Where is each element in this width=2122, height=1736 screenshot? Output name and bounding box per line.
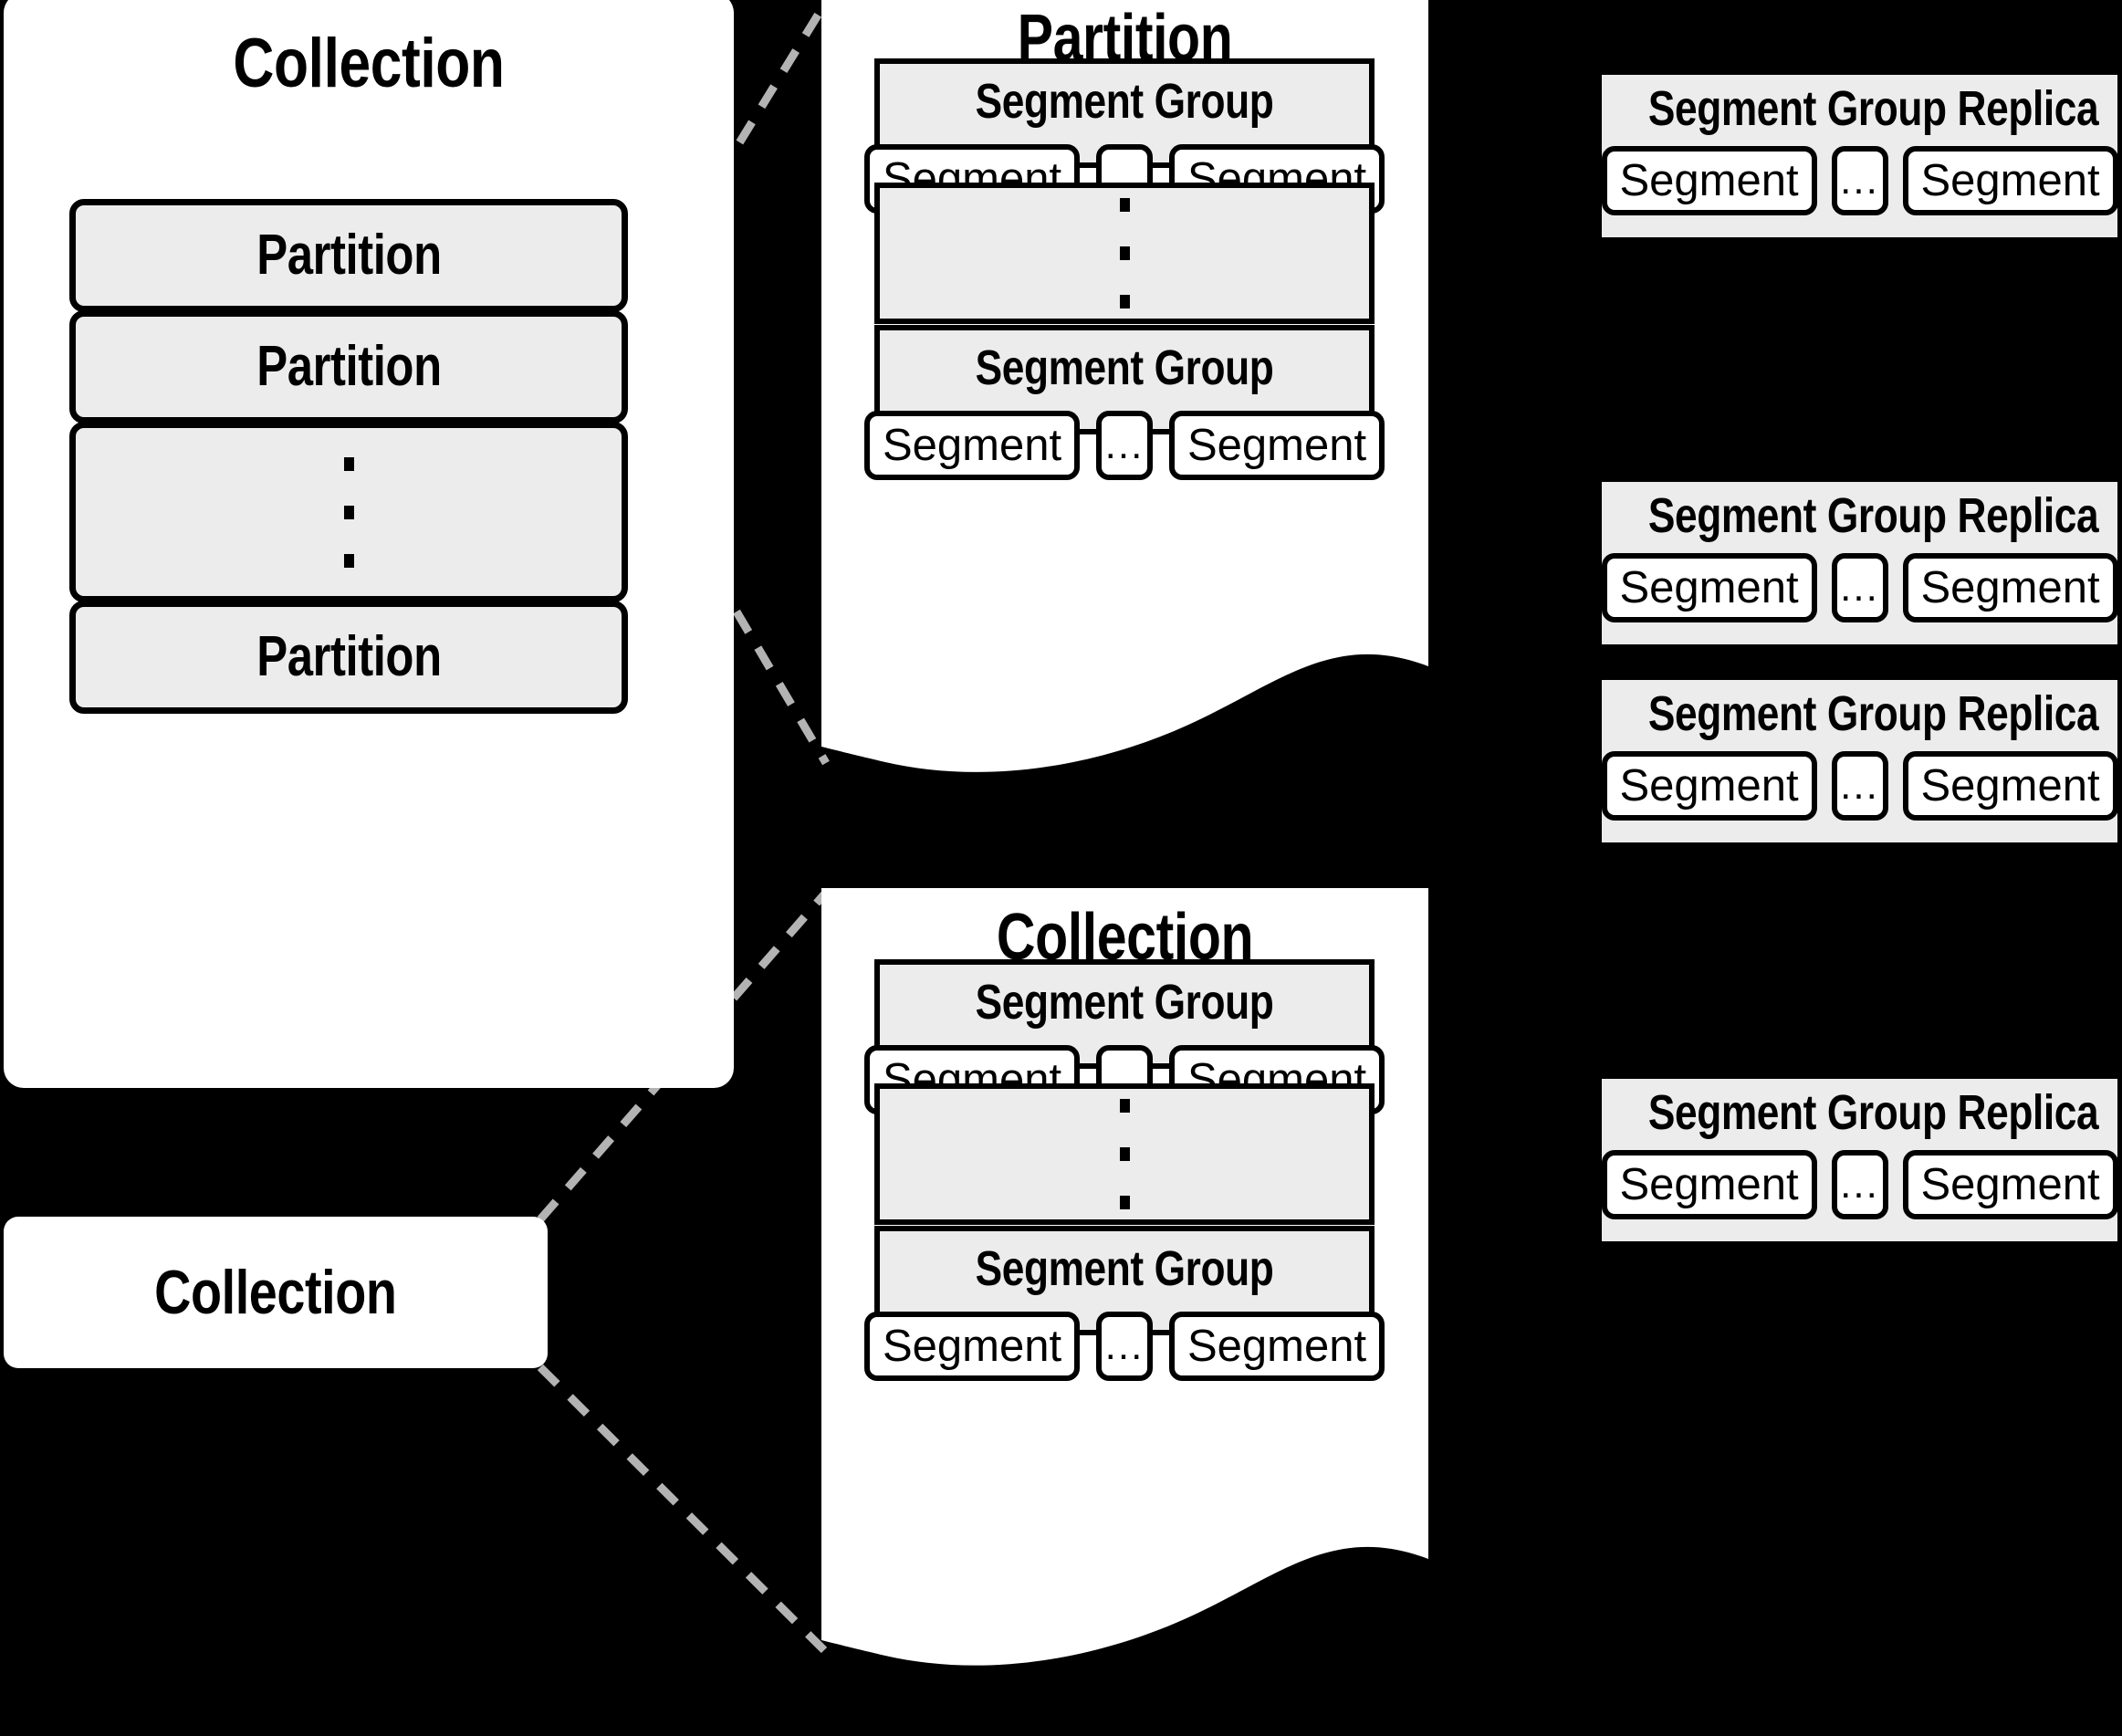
- segment-group-2-segments: Segment ... Segment: [864, 411, 1385, 480]
- partition-item-1-label: Partition: [256, 224, 442, 287]
- segment-box[interactable]: Segment: [1902, 751, 2118, 821]
- partition-ellipsis-box: [69, 422, 628, 602]
- segment-ellipsis-box: ...: [1831, 1150, 1888, 1219]
- partition-item-2[interactable]: Partition: [69, 310, 628, 424]
- segment-ellipsis-box: ...: [1831, 751, 1888, 821]
- partition-item-2-label: Partition: [256, 335, 442, 398]
- vertical-dot-icon: [343, 553, 354, 568]
- segment-group-4-title: Segment Group: [975, 1241, 1274, 1296]
- segment-group-replica-1-title: Segment Group Replica: [1647, 81, 2099, 136]
- segment-ellipsis-box: ...: [1096, 411, 1153, 480]
- segment-box[interactable]: Segment: [1601, 146, 1817, 215]
- segment-group-replica-1-segments: Segment ... Segment: [1601, 146, 2118, 215]
- partition-item-4-label: Partition: [256, 625, 442, 688]
- segment-group-1-title: Segment Group: [975, 74, 1274, 129]
- segment-box[interactable]: Segment: [1902, 1150, 2118, 1219]
- segment-ellipsis-box: ...: [1831, 146, 1888, 215]
- segment-group-2-title: Segment Group: [975, 340, 1274, 395]
- vertical-dot-icon: [1119, 295, 1130, 309]
- segment-group-replica-2-segments: Segment ... Segment: [1601, 553, 2118, 622]
- segment-box[interactable]: Segment: [1601, 1150, 1817, 1219]
- vertical-dot-icon: [1119, 246, 1130, 260]
- segment-box[interactable]: Segment: [1902, 146, 2118, 215]
- collection-card-top[interactable]: Collection Partition Partition Partition: [4, 0, 734, 1088]
- partition-item-4[interactable]: Partition: [69, 601, 628, 714]
- segment-group-replica-4-segments: Segment ... Segment: [1601, 1150, 2118, 1219]
- segment-group-4[interactable]: Segment Group Segment ... Segment: [864, 1226, 1385, 1381]
- segment-group-replica-1[interactable]: Segment Group Replica Segment ... Segmen…: [1601, 75, 2118, 237]
- segment-box[interactable]: Segment: [1601, 751, 1817, 821]
- segment-group-4-segments: Segment ... Segment: [864, 1312, 1385, 1381]
- segment-group-ellipsis-box: [874, 1083, 1375, 1225]
- segment-group-ellipsis-box: [874, 183, 1375, 324]
- segment-group-2[interactable]: Segment Group Segment ... Segment: [864, 325, 1385, 480]
- collection-card-top-title: Collection: [233, 25, 505, 102]
- segment-group-replica-3-title: Segment Group Replica: [1647, 686, 2099, 741]
- segment-group-replica-4[interactable]: Segment Group Replica Segment ... Segmen…: [1601, 1079, 2118, 1241]
- vertical-dot-icon: [1119, 1099, 1130, 1113]
- segment-group-replica-3-segments: Segment ... Segment: [1601, 751, 2118, 821]
- segment-ellipsis-box: ...: [1096, 1312, 1153, 1381]
- vertical-dot-icon: [343, 456, 354, 471]
- partition-item-1[interactable]: Partition: [69, 199, 628, 312]
- segment-group-3[interactable]: Segment Group Segment ... Segment: [864, 959, 1385, 1114]
- segment-group-replica-2[interactable]: Segment Group Replica Segment ... Segmen…: [1601, 482, 2118, 644]
- segment-group-3-title: Segment Group: [975, 975, 1274, 1030]
- segment-box[interactable]: Segment: [864, 411, 1080, 480]
- vertical-dot-icon: [1119, 198, 1130, 212]
- segment-group-replica-3[interactable]: Segment Group Replica Segment ... Segmen…: [1601, 680, 2118, 842]
- collection-detail-panel: Collection Segment Group Segment ... Seg…: [821, 888, 1428, 1732]
- segment-group-1[interactable]: Segment Group Segment ... Segment: [864, 58, 1385, 214]
- segment-box[interactable]: Segment: [864, 1312, 1080, 1381]
- segment-box[interactable]: Segment: [1169, 411, 1385, 480]
- vertical-dot-icon: [343, 505, 354, 519]
- vertical-dot-icon: [1119, 1147, 1130, 1161]
- segment-box[interactable]: Segment: [1601, 553, 1817, 622]
- connector-bottom-lower: [537, 1364, 828, 1654]
- segment-box[interactable]: Segment: [1902, 553, 2118, 622]
- partition-detail-panel: Partition Segment Group Segment ... Segm…: [821, 0, 1428, 817]
- collection-card-bottom[interactable]: Collection: [4, 1217, 548, 1368]
- segment-ellipsis-box: ...: [1831, 553, 1888, 622]
- segment-group-replica-2-title: Segment Group Replica: [1647, 488, 2099, 543]
- segment-box[interactable]: Segment: [1169, 1312, 1385, 1381]
- segment-group-replica-4-title: Segment Group Replica: [1647, 1085, 2099, 1140]
- vertical-dot-icon: [1119, 1196, 1130, 1209]
- collection-card-bottom-label: Collection: [154, 1258, 397, 1327]
